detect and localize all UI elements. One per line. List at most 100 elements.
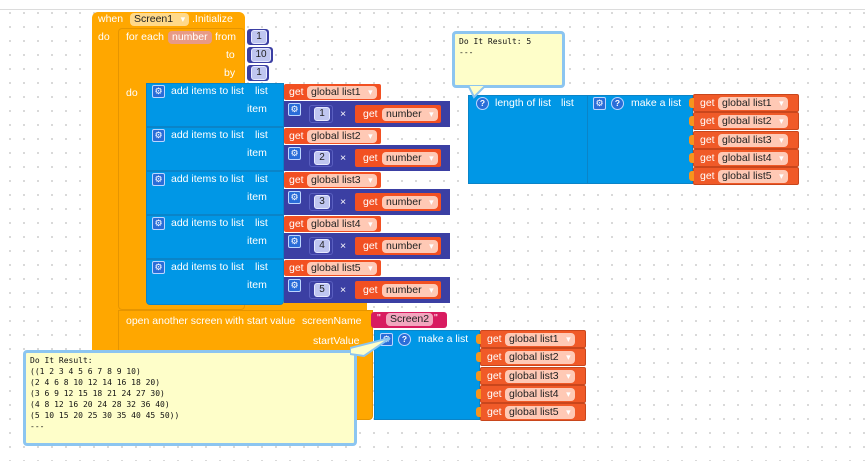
get-label: get [289,130,304,142]
socket-connector [689,171,694,182]
mutator-gear-icon[interactable]: ⚙ [593,97,606,110]
multiplier-value[interactable]: 5 [314,283,330,297]
quote-close: " [434,312,438,324]
do-label: do [98,31,110,43]
length-of-list-label: length of list [495,97,552,109]
by-value[interactable]: 1 [251,66,267,80]
do-it-result-bubble-make-list: Do It Result: ((1 2 3 4 5 6 7 8 9 10) (2… [23,350,357,446]
when-label: when [98,13,124,25]
variable-dropdown[interactable]: number [382,240,438,253]
loop-variable-name[interactable]: number [168,31,212,44]
to-label: to [226,49,235,61]
mutator-gear-icon[interactable]: ⚙ [152,261,165,274]
global-list-dropdown[interactable]: global list4 [718,151,788,165]
get-label: get [289,262,304,274]
add-items-to-list-block[interactable] [146,83,284,127]
mutator-gear-icon[interactable]: ⚙ [152,217,165,230]
get-label: get [363,284,378,296]
bubble-pointer [466,85,488,99]
get-label: get [700,97,715,109]
from-label: from [215,31,236,43]
from-value[interactable]: 1 [251,30,267,44]
canvas-top-border [0,9,865,10]
get-label: get [700,133,715,146]
variable-dropdown[interactable]: number [382,152,438,165]
component-dropdown[interactable]: Screen1 [130,13,190,26]
add-items-to-list-block[interactable] [146,259,284,305]
help-icon[interactable]: ? [611,97,624,110]
socket-connector [689,116,694,127]
mutator-gear-icon[interactable]: ⚙ [288,191,301,204]
global-list-dropdown[interactable]: global list5 [307,262,377,275]
add-items-to-list-block[interactable] [146,171,284,215]
multiplier-value[interactable]: 2 [314,151,330,165]
get-label: get [363,240,378,252]
get-label: get [487,369,502,382]
mutator-gear-icon[interactable]: ⚙ [152,85,165,98]
variable-dropdown[interactable]: number [382,196,438,209]
global-list-dropdown[interactable]: global list1 [505,333,575,346]
make-a-list-label: make a list [631,97,682,109]
global-list-dropdown[interactable]: global list1 [307,86,377,99]
times-operator: × [340,196,347,208]
global-list-dropdown[interactable]: global list5 [718,170,788,184]
socket-connector [476,407,481,418]
multiplier-value[interactable]: 1 [314,107,330,121]
add-items-label: add items to list [171,173,244,185]
global-list-dropdown[interactable]: global list3 [307,174,377,187]
help-icon[interactable]: ? [476,97,489,110]
by-label: by [224,67,236,79]
list-socket-label: list [255,129,268,141]
global-list-dropdown[interactable]: global list2 [505,351,575,365]
get-label: get [487,333,502,345]
add-items-label: add items to list [171,217,244,229]
screen-name-value[interactable]: Screen2 [386,313,434,326]
times-operator: × [340,284,347,296]
mutator-gear-icon[interactable]: ⚙ [152,129,165,142]
multiplier-value[interactable]: 4 [314,239,330,253]
global-list-dropdown[interactable]: global list1 [718,97,788,110]
for-each-label: for each [126,31,164,43]
list-socket-label: list [561,97,574,109]
socket-connector [476,370,481,381]
mutator-gear-icon[interactable]: ⚙ [152,173,165,186]
socket-connector [689,152,694,163]
list-socket-label: list [255,173,268,185]
add-items-to-list-block[interactable] [146,127,284,171]
global-list-dropdown[interactable]: global list3 [505,369,575,383]
variable-dropdown[interactable]: number [382,284,438,297]
screen-name-label: screenName [302,315,362,327]
get-label: get [700,170,715,183]
global-list-dropdown[interactable]: global list3 [718,133,788,147]
global-list-dropdown[interactable]: global list4 [505,387,575,401]
help-icon[interactable]: ? [398,333,411,346]
event-name-label: .Initialize [192,13,233,25]
item-socket-label: item [247,191,267,203]
variable-dropdown[interactable]: number [382,108,438,121]
global-list-dropdown[interactable]: global list2 [307,130,377,143]
get-label: get [487,387,502,400]
mutator-gear-icon[interactable]: ⚙ [288,103,301,116]
item-socket-label: item [247,279,267,291]
mutator-gear-icon[interactable]: ⚙ [288,235,301,248]
get-label: get [700,151,715,164]
length-of-list-block[interactable] [468,95,588,184]
global-list-dropdown[interactable]: global list2 [718,115,788,129]
mutator-gear-icon[interactable]: ⚙ [288,279,301,292]
to-value[interactable]: 10 [251,48,271,62]
get-label: get [289,174,304,186]
mutator-gear-icon[interactable]: ⚙ [288,147,301,160]
quote-open: " [377,312,381,324]
item-socket-label: item [247,147,267,159]
global-list-dropdown[interactable]: global list4 [307,218,377,231]
add-items-to-list-block[interactable] [146,215,284,259]
get-label: get [700,115,715,128]
socket-connector [689,134,694,145]
item-socket-label: item [247,103,267,115]
multiplier-value[interactable]: 3 [314,195,330,209]
global-list-dropdown[interactable]: global list5 [505,406,575,420]
get-label: get [289,218,304,230]
open-screen-label: open another screen with start value [126,315,296,327]
do-it-result-bubble-length: Do It Result: 5 --- [452,31,565,88]
socket-connector [476,388,481,399]
